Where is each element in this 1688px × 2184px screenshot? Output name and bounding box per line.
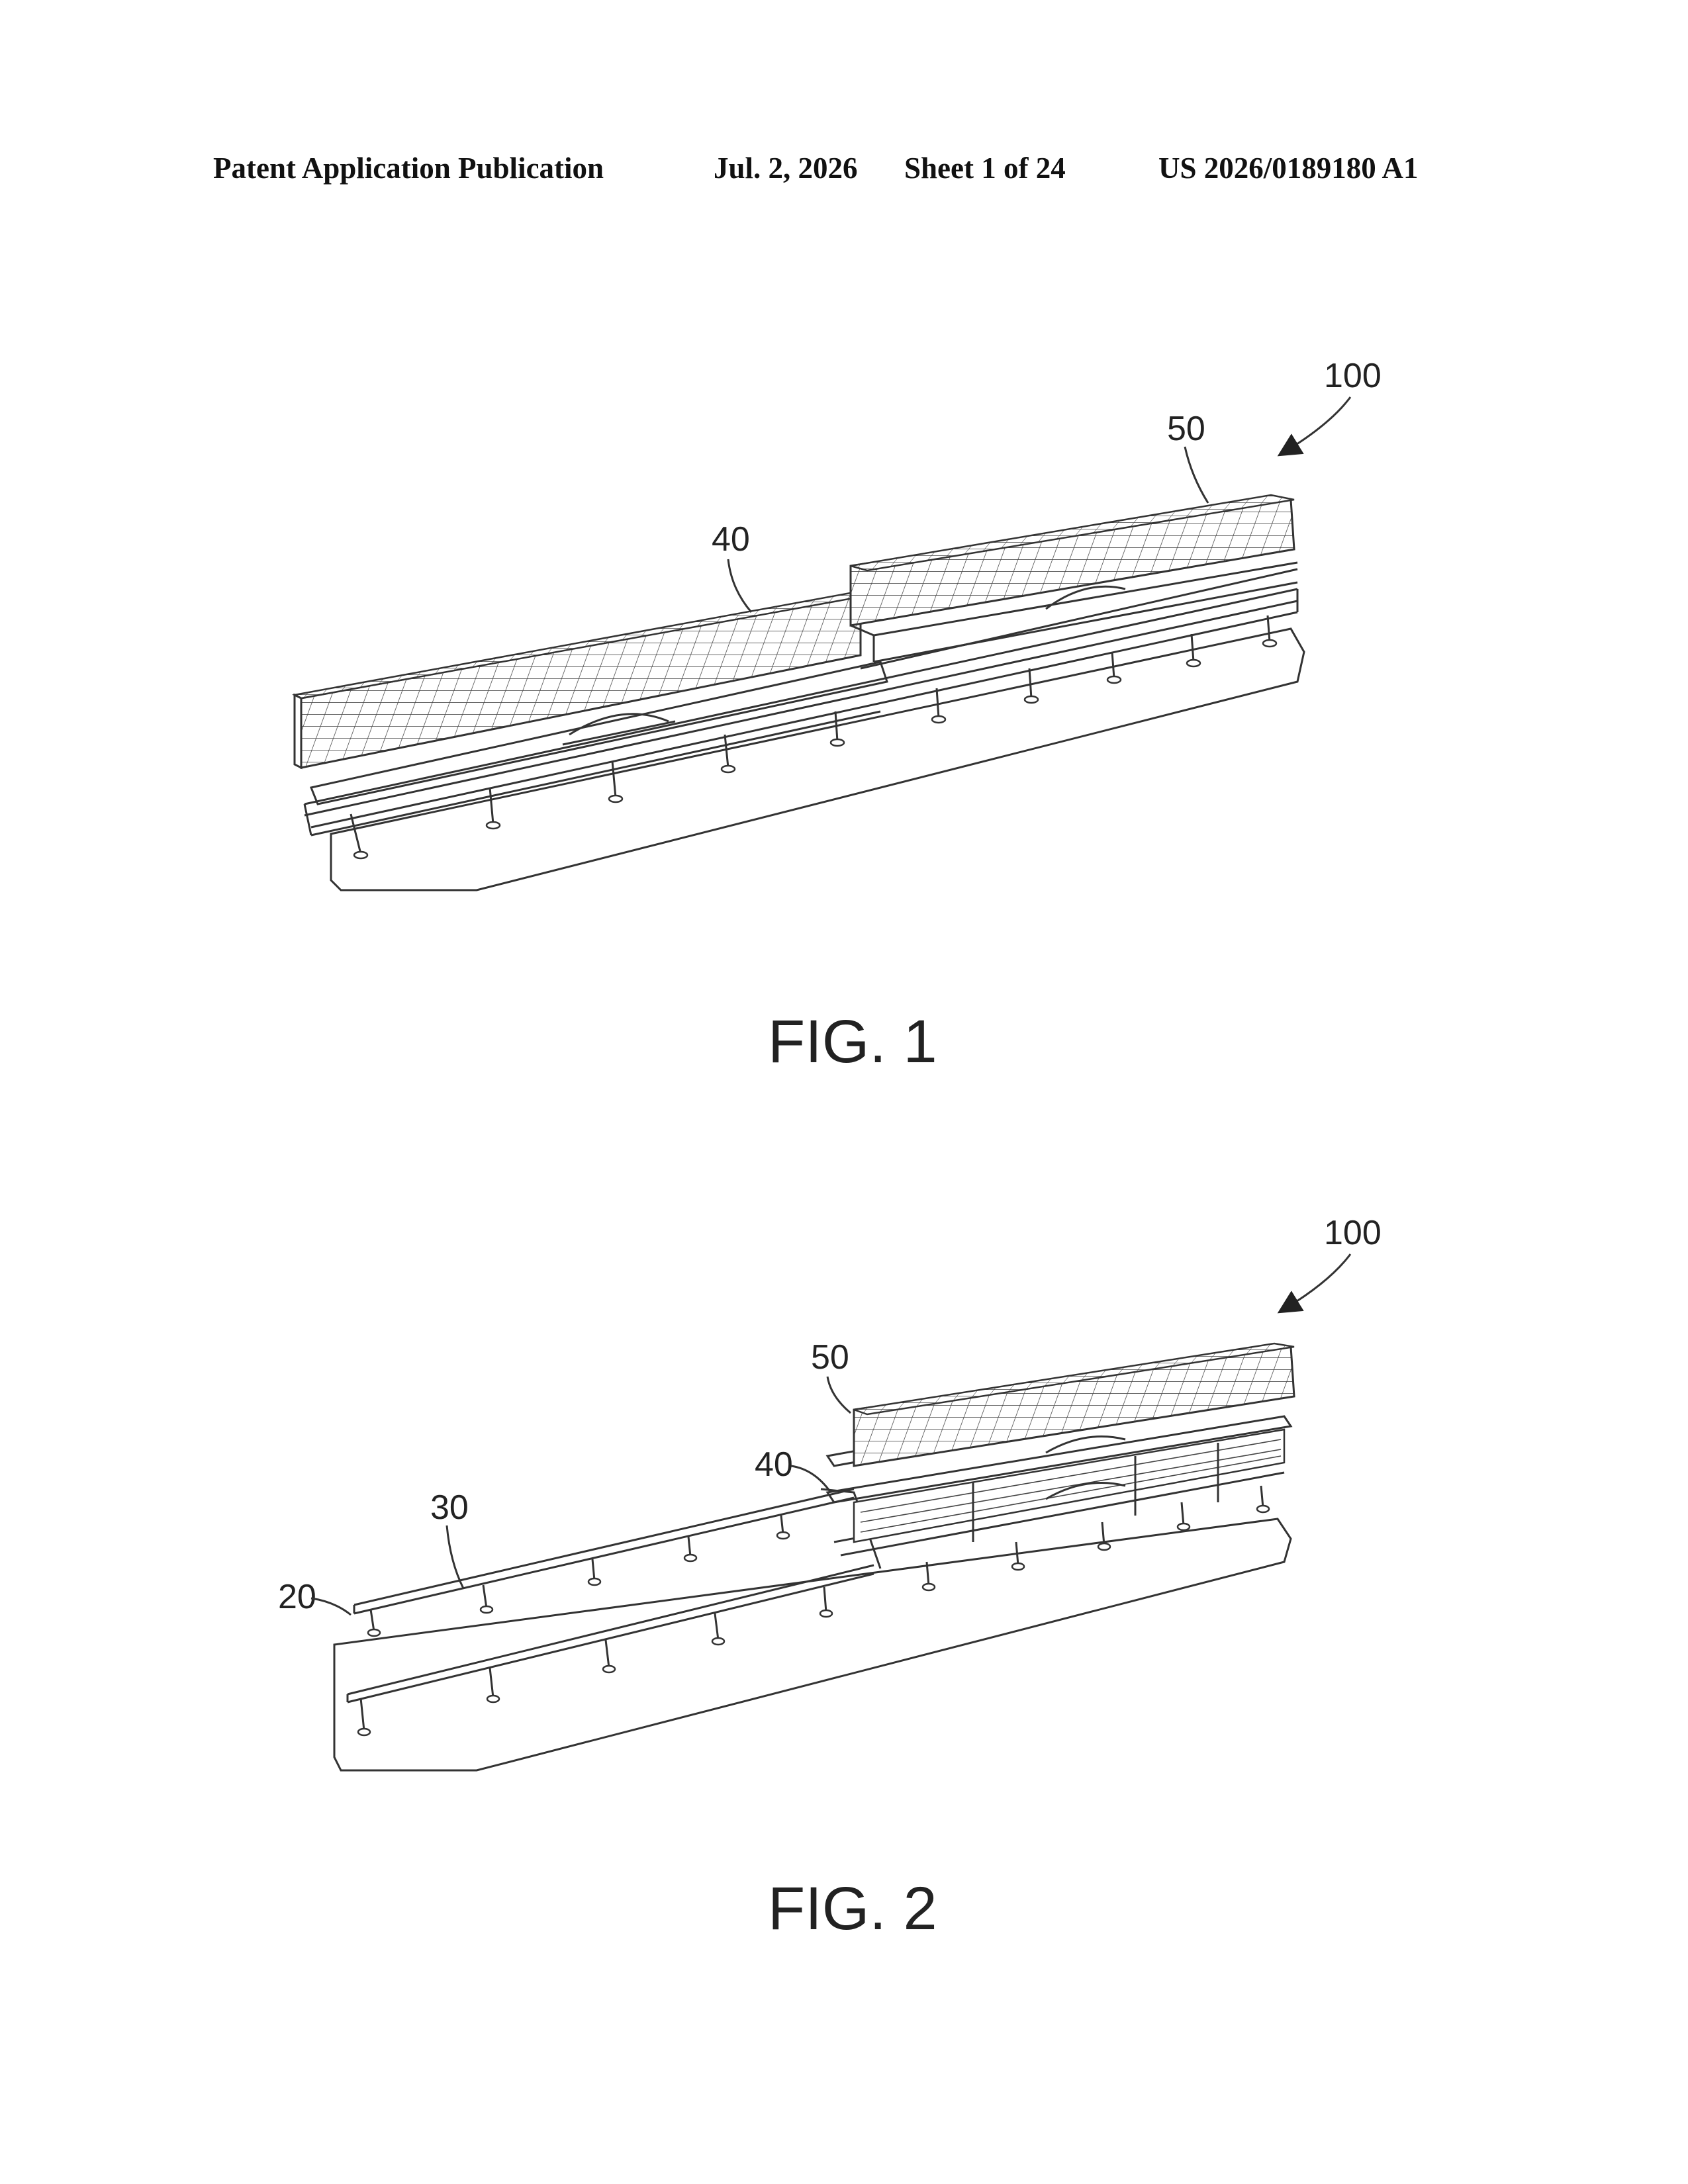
svg-text:100: 100 <box>1324 1214 1382 1252</box>
fig1-ref-100: 100 <box>1288 357 1382 450</box>
fig2-ref-40: 40 <box>755 1445 831 1492</box>
svg-text:30: 30 <box>430 1488 469 1527</box>
fig1-ref-40: 40 <box>712 520 751 612</box>
svg-text:40: 40 <box>755 1445 793 1484</box>
module-tower <box>821 1343 1294 1569</box>
fig1-caption: FIG. 1 <box>768 1008 937 1075</box>
rail-posts <box>358 1486 1269 1735</box>
fig2-caption: FIG. 2 <box>768 1875 937 1942</box>
svg-text:50: 50 <box>811 1338 849 1377</box>
svg-text:100: 100 <box>1324 357 1382 395</box>
svg-text:20: 20 <box>278 1578 316 1616</box>
fig2-ref-100: 100 <box>1288 1214 1382 1307</box>
fig2-ref-50: 50 <box>811 1338 851 1413</box>
svg-text:50: 50 <box>1167 410 1205 448</box>
svg-text:40: 40 <box>712 520 750 559</box>
barge-hull-2 <box>334 1519 1291 1770</box>
fig2-ref-30: 30 <box>430 1488 469 1588</box>
fig1-ref-50: 50 <box>1167 410 1208 503</box>
fig2-ref-20: 20 <box>278 1578 351 1616</box>
